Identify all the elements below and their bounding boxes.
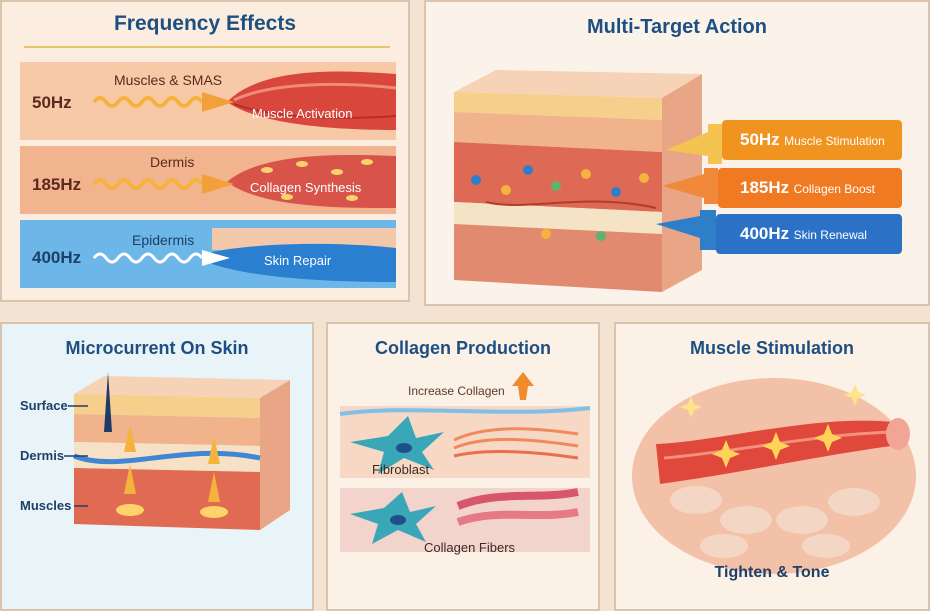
frequency-effects-panel: Frequency Effects Muscles & SMAS 50Hz Mu…: [0, 0, 410, 302]
row-185hz-freq: 185Hz: [32, 175, 82, 194]
layer-dermis-label: Dermis: [20, 448, 65, 463]
multi-target-title: Multi-Target Action: [587, 16, 767, 38]
frequency-effects-illustration: [20, 46, 397, 288]
multi-target-panel: Multi-Target Action 50Hz Muscle Stimulat…: [424, 0, 930, 306]
row-185hz-effect: Collagen Synthesis: [250, 180, 362, 195]
arrow-400hz-label: Skin Renewal: [793, 228, 867, 242]
collagen-title: Collagen Production: [374, 338, 551, 358]
row-50hz-freq: 50Hz: [32, 93, 72, 112]
collagen-panel: Collagen Production Increase Collagen Fi…: [326, 322, 600, 611]
microcurrent-title: Microcurrent On Skin: [65, 338, 249, 358]
row-400hz-effect: Skin Repair: [264, 253, 332, 268]
skin-block-illustration: [454, 70, 902, 292]
microcurrent-panel: Microcurrent On Skin Surface Dermis Musc…: [0, 322, 314, 611]
arrow-185hz-freq: 185Hz: [740, 178, 790, 197]
arrow-185hz: 185Hz Collagen Boost: [740, 178, 875, 198]
layer-muscles-label: Muscles: [20, 498, 72, 513]
collagen-fibers-label: Collagen Fibers: [424, 540, 516, 555]
arrow-50hz-freq: 50Hz: [740, 130, 780, 149]
row-400hz-layer: Epidermis: [132, 232, 195, 248]
tighten-tone-caption: Tighten & Tone: [714, 564, 830, 581]
arrow-400hz: 400Hz Skin Renewal: [740, 224, 867, 244]
arrow-400hz-freq: 400Hz: [740, 224, 790, 243]
layer-surface-label: Surface: [20, 398, 68, 413]
row-50hz-layer: Muscles & SMAS: [114, 72, 223, 88]
arrow-50hz: 50Hz Muscle Stimulation: [740, 130, 885, 150]
muscle-stimulation-illustration: [632, 378, 916, 574]
row-50hz-effect: Muscle Activation: [252, 106, 353, 121]
collagen-illustration: [339, 372, 591, 552]
fibroblast-label: Fibroblast: [372, 462, 430, 477]
row-185hz-layer: Dermis: [150, 154, 195, 170]
muscle-stimulation-title: Muscle Stimulation: [689, 338, 855, 358]
arrow-185hz-label: Collagen Boost: [793, 182, 875, 196]
frequency-effects-title: Frequency Effects: [113, 12, 297, 35]
increase-collagen-label: Increase Collagen: [408, 384, 505, 398]
muscle-stimulation-panel: Muscle Stimulation Tighten & Tone: [614, 322, 930, 611]
arrow-50hz-label: Muscle Stimulation: [784, 134, 885, 148]
microcurrent-skin-illustration: [64, 372, 290, 530]
row-400hz-freq: 400Hz: [32, 248, 82, 267]
